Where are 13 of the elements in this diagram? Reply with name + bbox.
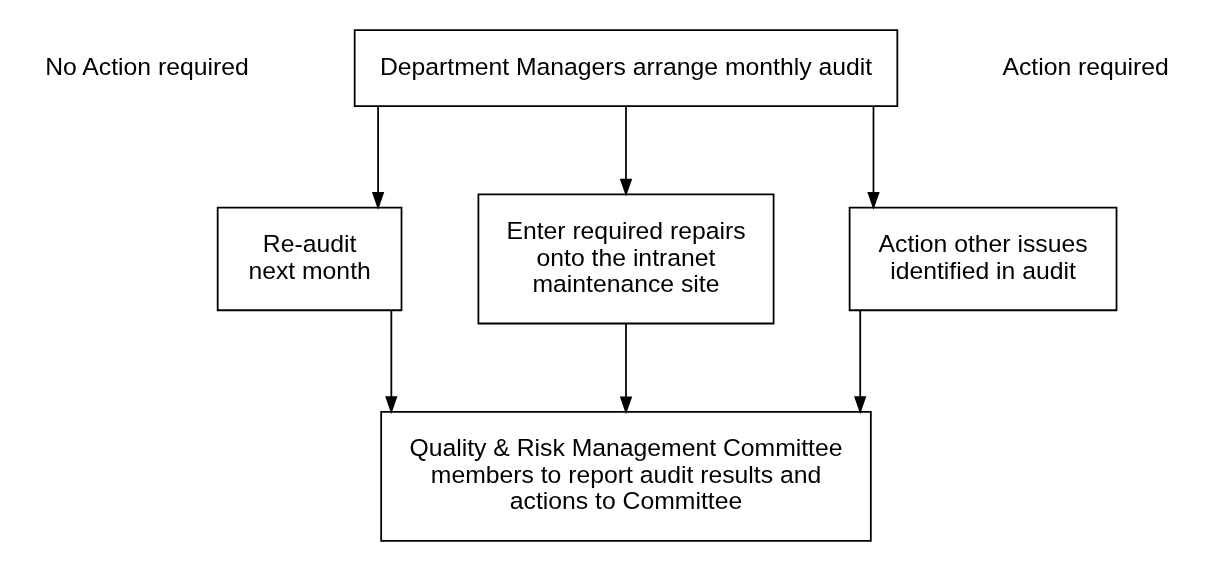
node-box: Action other issues identified in audit xyxy=(848,206,1118,311)
arrow xyxy=(385,309,398,414)
node-box: Quality & Risk Management Committee members to report audit results and actions to Committee xyxy=(380,410,872,542)
arrow xyxy=(867,104,880,210)
node-box: Department Managers arrange monthly audit xyxy=(353,28,899,107)
arrow xyxy=(619,104,633,196)
label: No Action required xyxy=(45,52,249,80)
arrow xyxy=(371,104,385,210)
label: Action required xyxy=(1002,52,1169,80)
arrow xyxy=(619,322,633,414)
node-box: Re-audit next month xyxy=(216,206,403,311)
node-box: Enter required repairs onto the intranet maintenance site xyxy=(477,193,775,324)
arrow xyxy=(854,309,867,414)
